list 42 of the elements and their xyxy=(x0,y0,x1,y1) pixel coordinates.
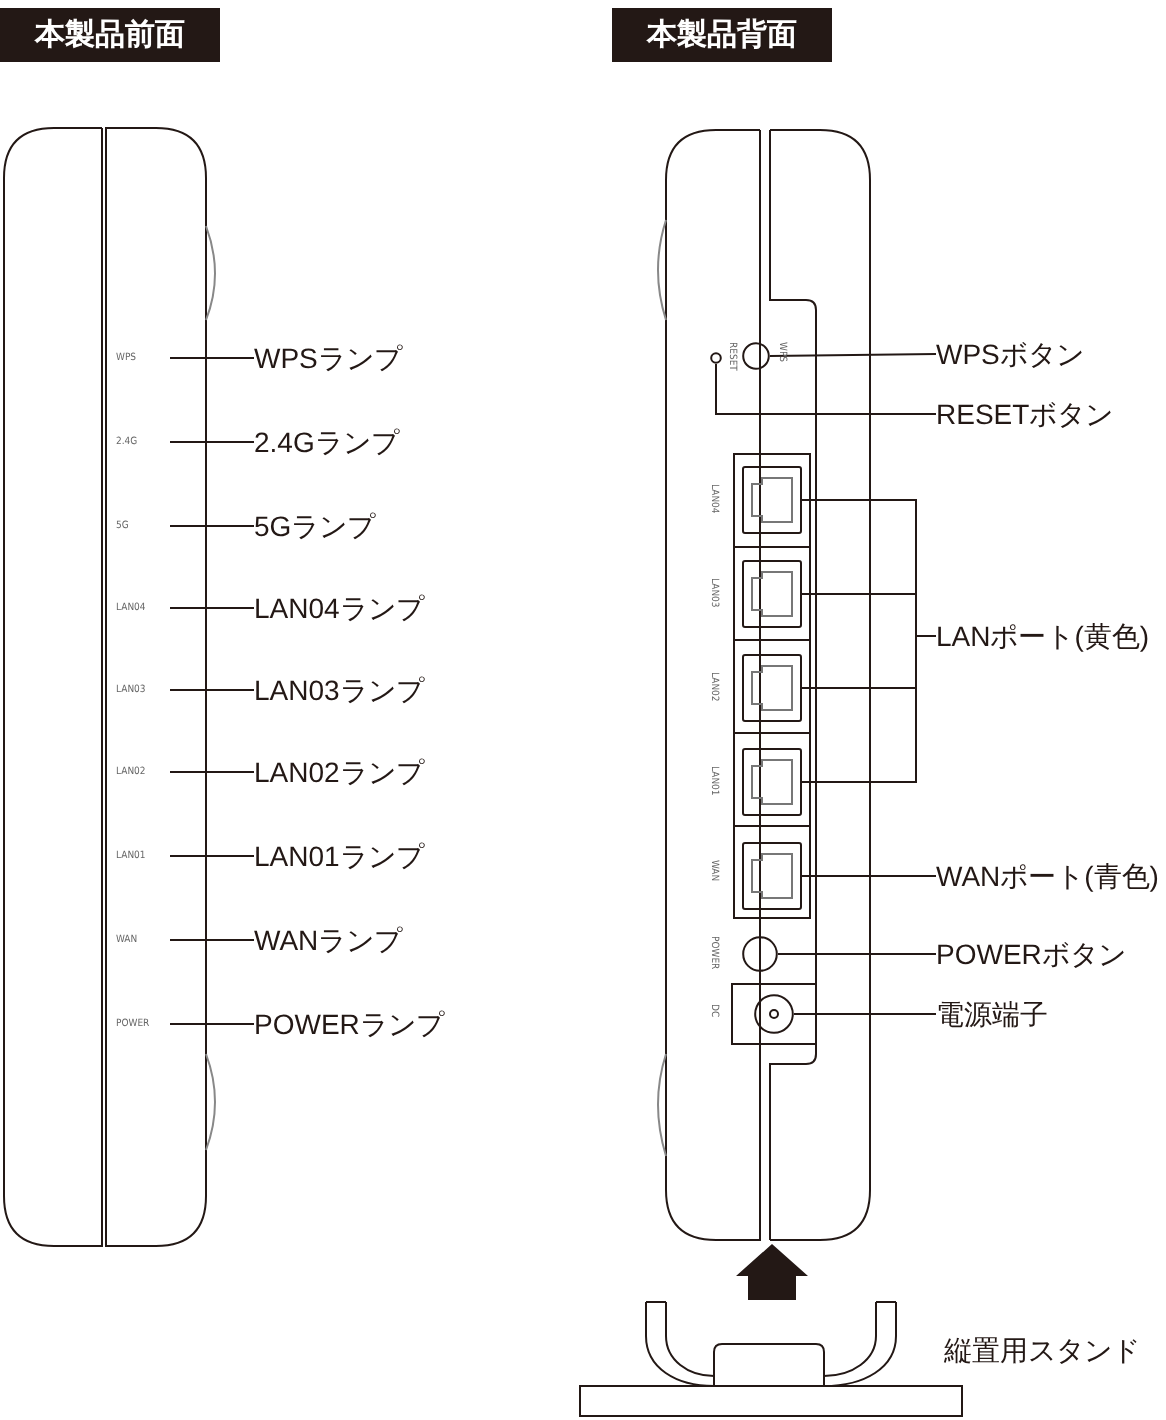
part-label: WANポート(青色) xyxy=(936,856,1159,896)
leader-line xyxy=(169,771,255,773)
lan-socket xyxy=(742,842,802,910)
leader-line xyxy=(169,1023,255,1025)
leader-line xyxy=(169,939,255,941)
leader-line xyxy=(169,357,255,359)
leader-line xyxy=(169,607,255,609)
lan-socket xyxy=(742,560,802,628)
part-label: 電源端子 xyxy=(936,994,1048,1034)
power-jack xyxy=(754,994,794,1034)
part-label: LAN01ランプ xyxy=(254,836,424,876)
part-label: 5Gランプ xyxy=(254,506,376,546)
part-label: LANポート(黄色) xyxy=(936,616,1150,656)
block-arrow xyxy=(736,1244,808,1300)
leader-line xyxy=(169,689,255,691)
leader-line xyxy=(777,953,937,955)
leader-line xyxy=(793,1013,937,1015)
part-label: 2.4Gランプ xyxy=(254,422,399,462)
leader-line xyxy=(769,353,937,357)
leader-line xyxy=(715,363,937,415)
reset-hole xyxy=(710,352,722,364)
part-label: LAN04ランプ xyxy=(254,588,424,628)
part-label: POWERランプ xyxy=(254,1004,444,1044)
push-button xyxy=(742,342,770,370)
lan-socket xyxy=(742,748,802,816)
leader-line xyxy=(169,525,255,527)
part-label: LAN02ランプ xyxy=(254,752,424,792)
part-label: WANランプ xyxy=(254,920,403,960)
part-label: LAN03ランプ xyxy=(254,670,424,710)
leader-line xyxy=(801,875,937,877)
heading-box: 本製品背面 xyxy=(612,8,832,62)
heading-box: 本製品前面 xyxy=(0,8,220,62)
part-label: WPSランプ xyxy=(254,338,402,378)
push-button xyxy=(742,936,778,972)
leader-line xyxy=(169,441,255,443)
part-label: WPSボタン xyxy=(936,334,1084,374)
part-label: POWERボタン xyxy=(936,934,1126,974)
part-label: RESETボタン xyxy=(936,394,1114,434)
lan-socket xyxy=(742,466,802,534)
stand-caption: 縦置用スタンド xyxy=(944,1332,1140,1370)
lan-socket xyxy=(742,654,802,722)
leader-line xyxy=(169,855,255,857)
